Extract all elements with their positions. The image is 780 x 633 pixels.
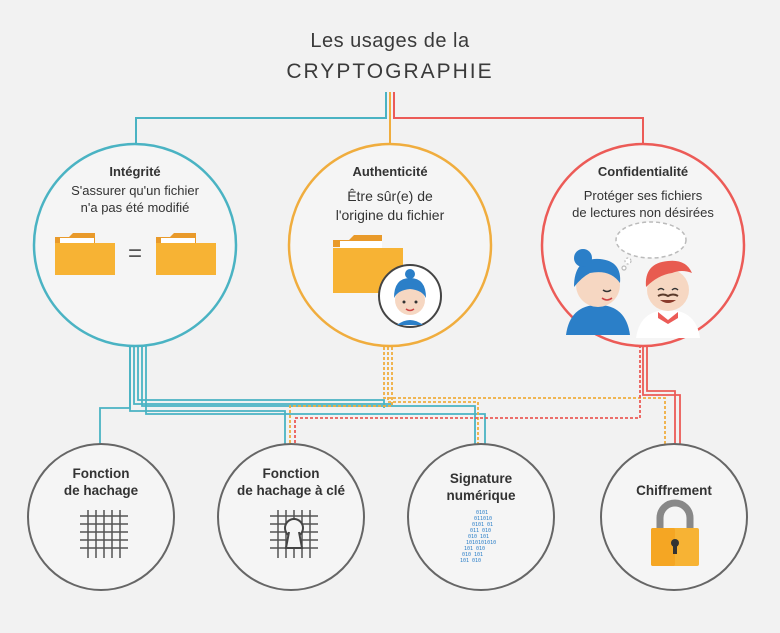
- node-fonction-hachage-cle: [217, 443, 365, 591]
- label-line: Fonction: [72, 466, 130, 481]
- node-integrite: [32, 142, 238, 348]
- svg-text:0101: 0101: [476, 510, 488, 516]
- equals-sign: =: [127, 240, 142, 267]
- technique-label-signature-numerique: Signature numérique: [411, 470, 551, 504]
- technique-label-fonction-hachage: Fonction de hachage: [31, 465, 171, 499]
- man-icon: [636, 260, 700, 338]
- usage-description-authenticite: Être sûr(e) de l'origine du fichier: [300, 187, 480, 225]
- usage-label-confidentialite: Confidentialité: [597, 164, 689, 179]
- usage-description-confidentialite: Protéger ses fichiers de lectures non dé…: [553, 187, 733, 221]
- node-signature-numerique: [407, 443, 555, 591]
- label-line: de hachage: [63, 483, 139, 498]
- label-line: numérique: [446, 488, 516, 503]
- svg-text:101 010: 101 010: [460, 558, 481, 564]
- description-line: Être sûr(e) de: [347, 188, 433, 204]
- description-line: n'a pas été modifié: [80, 200, 190, 215]
- avatar: [378, 264, 442, 328]
- binary-letter-a-icon: 0101 011010 0101 01 011 010 010 101 1010…: [460, 510, 496, 564]
- usage-description-integrite: S'assurer qu'un fichier n'a pas été modi…: [45, 182, 225, 216]
- hash-grid-keyhole-icon: [270, 510, 318, 558]
- svg-text:011010: 011010: [474, 516, 492, 522]
- svg-text:0101 01: 0101 01: [472, 522, 493, 528]
- description-line: Protéger ses fichiers: [583, 188, 703, 203]
- technique-label-chiffrement: Chiffrement: [604, 482, 744, 499]
- title-line2: CRYPTOGRAPHIE: [286, 60, 494, 83]
- node-chiffrement: [600, 443, 748, 591]
- description-line: S'assurer qu'un fichier: [71, 183, 199, 198]
- connector-integrite-top: [135, 92, 387, 148]
- label-line: Signature: [449, 471, 513, 486]
- description-line: l'origine du fichier: [335, 207, 445, 223]
- folder-icon: [156, 233, 216, 275]
- usage-label-integrite: Intégrité: [109, 164, 161, 179]
- usage-label-authenticite: Authenticité: [352, 164, 428, 179]
- svg-text:010 101: 010 101: [462, 552, 483, 558]
- svg-text:101 010: 101 010: [464, 546, 485, 552]
- woman-icon: [566, 249, 630, 335]
- svg-text:011 010: 011 010: [470, 528, 491, 534]
- label-line: Fonction: [262, 466, 320, 481]
- padlock-icon: [651, 499, 699, 566]
- title-line1: Les usages de la: [310, 30, 470, 52]
- technique-label-fonction-hachage-cle: Fonction de hachage à clé: [216, 465, 366, 499]
- node-fonction-hachage: [27, 443, 175, 591]
- hash-grid-icon: [80, 510, 128, 558]
- label-line: Chiffrement: [636, 483, 712, 498]
- connector-confidentialite-top: [393, 92, 644, 148]
- description-line: de lectures non désirées: [572, 205, 714, 220]
- svg-text:010 101: 010 101: [468, 534, 489, 540]
- svg-text:1010101010: 1010101010: [466, 540, 496, 546]
- speech-bubble-icon: [615, 221, 687, 271]
- folder-icon: [55, 233, 115, 275]
- label-line: de hachage à clé: [236, 483, 346, 498]
